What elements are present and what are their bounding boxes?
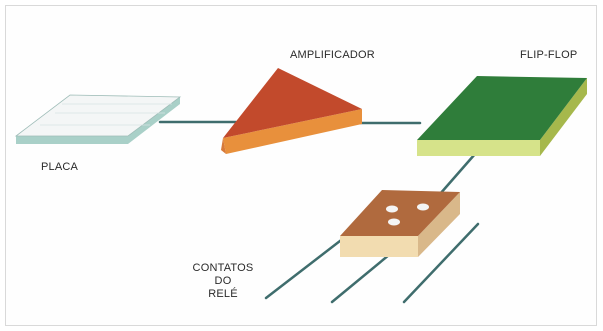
rele-side — [418, 192, 460, 257]
rele-top — [340, 190, 460, 236]
label-contatos-line-3: RELÉ — [208, 288, 238, 300]
label-placa: PLACA — [41, 161, 79, 173]
placa-top — [14, 94, 182, 137]
rele-hole-1 — [386, 205, 398, 213]
wire-rele-contact-2 — [330, 248, 397, 304]
placa-block — [14, 94, 182, 144]
flipflop-top — [417, 76, 587, 140]
amplificador-front — [223, 109, 362, 154]
amplificador-top — [223, 68, 362, 138]
label-amplificador: AMPLIFICADOR — [290, 49, 375, 61]
rele-hole-2 — [417, 203, 429, 211]
rele-hole-3 — [388, 218, 400, 226]
rele-block — [340, 190, 460, 257]
label-flipflop: FLIP-FLOP — [520, 49, 578, 61]
rele-front — [340, 236, 418, 257]
wire-rele-contact-3 — [402, 222, 480, 304]
label-contatos-line-2: DO — [214, 275, 232, 287]
label-contatos-line-1: CONTATOS — [192, 262, 254, 274]
flipflop-side — [540, 78, 587, 156]
flipflop-front — [417, 140, 540, 156]
wire-flipflop-rele — [438, 152, 477, 196]
placa-texture — [40, 103, 172, 126]
placa-edge — [16, 97, 180, 144]
amplificador-block — [221, 68, 362, 154]
amplificador-side — [221, 138, 226, 154]
label-contatos-do-rele: CONTATOS DO RELÉ — [184, 262, 262, 301]
flipflop-block — [417, 76, 587, 156]
rele-holes — [386, 203, 429, 226]
